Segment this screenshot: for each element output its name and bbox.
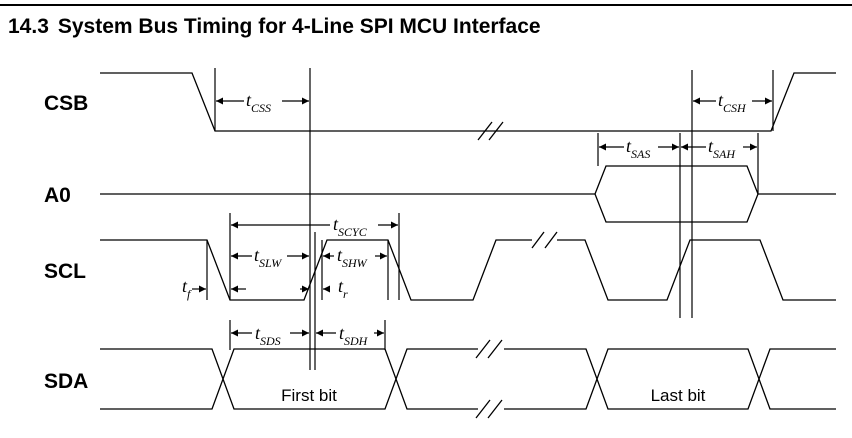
label-tcsh: tCSH — [718, 90, 747, 115]
label-tf: tf — [182, 276, 192, 301]
signal-a0-label: A0 — [44, 184, 71, 207]
a0-waveform — [100, 165, 836, 223]
sda-waveform — [100, 339, 836, 419]
signal-csb-label: CSB — [44, 92, 88, 115]
label-tshw: tSHW — [337, 245, 368, 270]
label-tsds: tSDS — [255, 323, 281, 348]
label-tslw: tSLW — [254, 245, 282, 270]
section-title: System Bus Timing for 4-Line SPI MCU Int… — [57, 15, 541, 38]
label-tr: tr — [338, 276, 348, 301]
section-number: 14.3 — [8, 15, 49, 38]
timing-arrows — [192, 97, 772, 337]
label-tscyc: tSCYC — [333, 214, 368, 239]
first-bit-label: First bit — [281, 386, 337, 405]
signal-scl-label: SCL — [44, 260, 86, 283]
label-tsah: tSAH — [708, 136, 736, 161]
section-heading: 14.3 System Bus Timing for 4-Line SPI MCU… — [8, 15, 550, 39]
top-rule — [0, 4, 852, 6]
timing-guides — [206, 68, 774, 370]
csb-waveform — [100, 72, 836, 141]
label-tsas: tSAS — [626, 136, 650, 161]
label-tsdh: tSDH — [339, 323, 369, 348]
last-bit-label: Last bit — [651, 386, 706, 405]
signal-sda-label: SDA — [44, 370, 88, 393]
label-tcss: tCSS — [246, 90, 271, 115]
scl-waveform — [100, 231, 836, 301]
